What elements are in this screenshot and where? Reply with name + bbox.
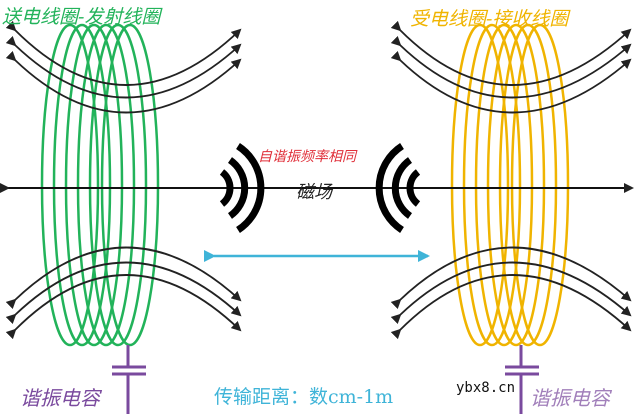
wave-icon-left bbox=[219, 143, 265, 233]
receive-coil-label: 受电线圈-接收线圈 bbox=[410, 8, 569, 30]
capacitor-left bbox=[112, 345, 146, 414]
distance-label: 传输距离：数cm-1m bbox=[214, 386, 394, 408]
wave-icon-right bbox=[375, 143, 421, 233]
capacitor-right bbox=[505, 345, 539, 414]
transmit-coil-label: 送电线圈-发射线圈 bbox=[2, 6, 161, 28]
receive-coil bbox=[450, 23, 570, 347]
same-frequency-label: 自谐振频率相同 bbox=[258, 149, 356, 165]
field-lines bbox=[5, 20, 632, 340]
watermark: ybx8.cn bbox=[456, 380, 516, 396]
capacitor-left-label: 谐振电容 bbox=[20, 386, 100, 410]
capacitor-right-label: 谐振电容 bbox=[530, 386, 610, 410]
transmit-coil bbox=[40, 23, 160, 347]
magnetic-field-label: 磁场 bbox=[296, 182, 332, 203]
